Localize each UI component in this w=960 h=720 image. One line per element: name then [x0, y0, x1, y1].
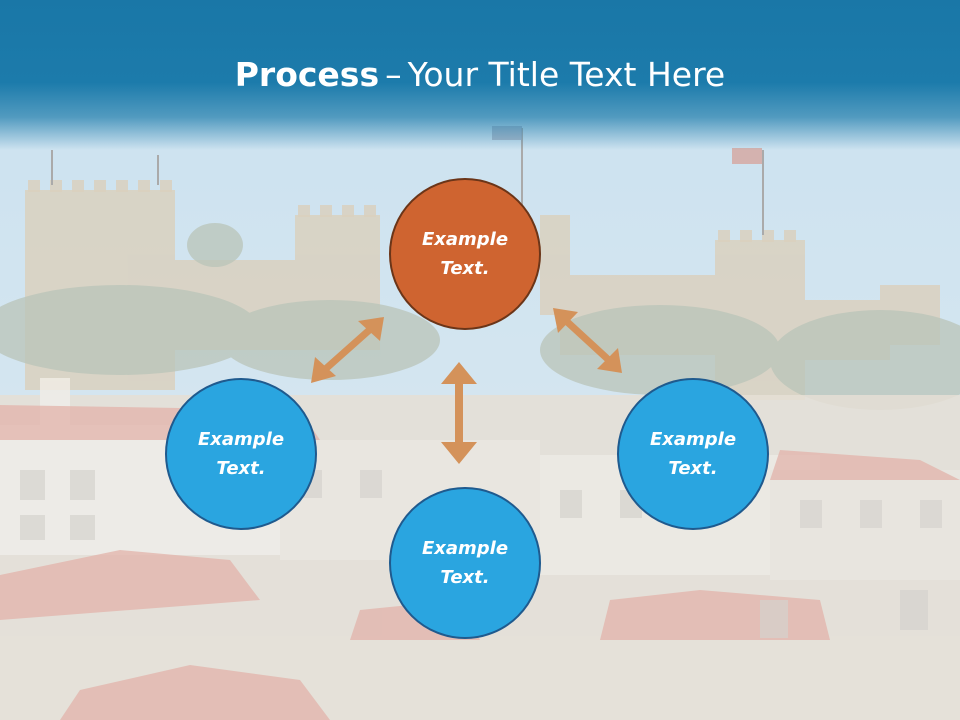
process-node-top: Example Text.	[389, 178, 541, 330]
title-banner	[0, 0, 960, 150]
title-rest: Your Title Text Here	[407, 55, 726, 94]
node-label: Example Text.	[421, 538, 509, 588]
slide-title: Process–Your Title Text Here	[0, 52, 960, 98]
process-node-bottom: Example Text.	[389, 487, 541, 639]
process-node-left: Example Text.	[165, 378, 317, 530]
node-label: Example Text.	[197, 429, 285, 479]
node-label: Example Text.	[649, 429, 737, 479]
process-node-right: Example Text.	[617, 378, 769, 530]
node-label: Example Text.	[421, 229, 509, 279]
title-bold: Process	[234, 55, 380, 94]
title-dash: –	[385, 55, 402, 94]
